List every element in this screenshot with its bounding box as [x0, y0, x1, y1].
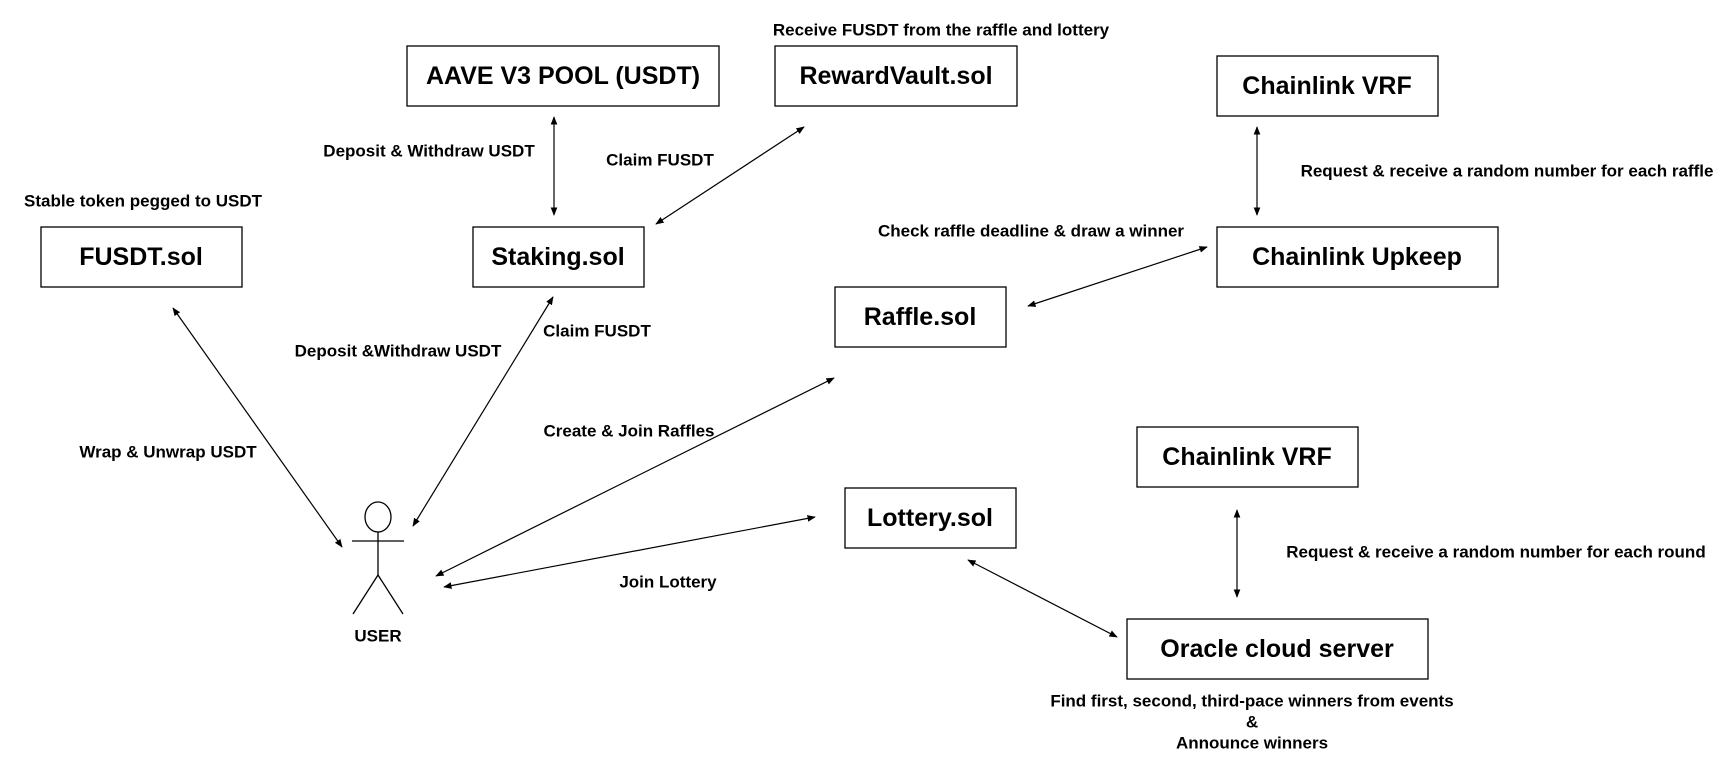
node-reward-vault: RewardVault.sol: [774, 45, 1018, 107]
node-chainlink-vrf-bottom: Chainlink VRF: [1136, 426, 1359, 488]
node-aave-pool: AAVE V3 POOL (USDT): [406, 45, 720, 107]
edge-staking-rewardvault: [655, 126, 805, 225]
label-vrf-upkeep: Request & receive a random number for ea…: [1301, 162, 1714, 181]
label-wrap-unwrap: Wrap & Unwrap USDT: [79, 443, 257, 462]
node-fusdt: FUSDT.sol: [40, 226, 243, 288]
label-vrf-oracle: Request & receive a random number for ea…: [1286, 543, 1705, 562]
oracle-note-line-1: Find first, second, third-pace winners f…: [1050, 692, 1453, 711]
node-chainlink-upkeep-label: Chainlink Upkeep: [1252, 243, 1462, 271]
oracle-note-line-3: Announce winners: [1176, 734, 1328, 753]
edge-user-lottery: [443, 515, 816, 589]
user-actor: USER: [352, 501, 404, 646]
node-chainlink-upkeep: Chainlink Upkeep: [1216, 226, 1499, 288]
edge-lottery-oracle: [967, 559, 1118, 638]
label-claim-fusdt-vault: Claim FUSDT: [606, 151, 714, 170]
node-lottery: Lottery.sol: [844, 487, 1017, 549]
node-staking: Staking.sol: [472, 226, 645, 288]
node-reward-vault-label: RewardVault.sol: [799, 62, 992, 90]
label-upkeep-raffle: Check raffle deadline & draw a winner: [878, 222, 1184, 241]
reward-vault-note: Receive FUSDT from the raffle and lotter…: [773, 21, 1110, 40]
edge-user-raffle: [435, 377, 835, 577]
fusdt-note: Stable token pegged to USDT: [24, 192, 263, 211]
node-fusdt-label: FUSDT.sol: [79, 243, 203, 271]
node-oracle-server: Oracle cloud server: [1126, 618, 1429, 680]
label-deposit-withdraw-aave: Deposit & Withdraw USDT: [323, 142, 535, 161]
node-raffle: Raffle.sol: [834, 286, 1007, 348]
node-chainlink-vrf-bottom-label: Chainlink VRF: [1162, 443, 1331, 471]
node-raffle-label: Raffle.sol: [864, 303, 977, 331]
node-chainlink-vrf-top: Chainlink VRF: [1216, 55, 1439, 117]
node-lottery-label: Lottery.sol: [867, 504, 993, 532]
edge-user-fusdt: [172, 307, 343, 548]
node-chainlink-vrf-top-label: Chainlink VRF: [1242, 72, 1411, 100]
edge-user-staking: [412, 296, 554, 527]
node-aave-pool-label: AAVE V3 POOL (USDT): [426, 62, 700, 90]
user-actor-label: USER: [354, 627, 401, 646]
label-user-staking-claim: Claim FUSDT: [543, 322, 651, 341]
stick-figure-icon: [352, 501, 404, 615]
edge-upkeep-raffle: [1027, 246, 1208, 307]
label-join-lottery: Join Lottery: [619, 573, 717, 592]
label-user-staking-deposit: Deposit &Withdraw USDT: [295, 342, 502, 361]
node-staking-label: Staking.sol: [491, 243, 624, 271]
node-oracle-server-label: Oracle cloud server: [1160, 635, 1394, 663]
label-create-join-raffles: Create & Join Raffles: [544, 422, 715, 441]
oracle-note-line-2: &: [1246, 713, 1258, 732]
